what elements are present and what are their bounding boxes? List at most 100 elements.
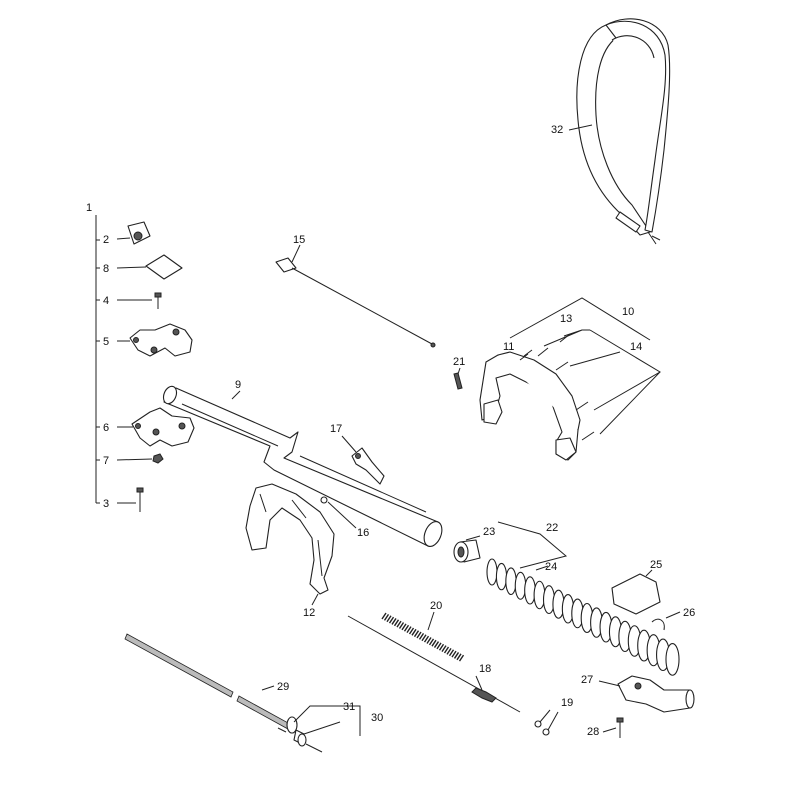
callout-4: 4 [103, 295, 109, 307]
liner-ridge [458, 654, 465, 662]
part-25-cover [611, 573, 661, 615]
part-21-pin [453, 372, 463, 390]
liner-ridge [431, 639, 437, 647]
liner-ridge [406, 626, 412, 633]
callout-31: 31 [343, 701, 355, 713]
callout-22: 22 [546, 522, 558, 534]
liner-ridge [403, 624, 410, 632]
leaders-30-31 [293, 705, 361, 736]
callout-19: 19 [561, 697, 573, 709]
callout-16: 16 [357, 527, 369, 539]
liner-ridge [443, 646, 450, 654]
liner-ridge [396, 620, 402, 628]
liner-ridge [383, 613, 390, 621]
callout-9: 9 [235, 379, 241, 391]
callout-26: 26 [683, 607, 695, 619]
part-26-clip [651, 618, 665, 631]
part-18-drive-shaft [347, 615, 521, 713]
leaders-10-13-14 [509, 297, 661, 435]
part-8-decal [145, 254, 183, 280]
callout-8: 8 [103, 263, 109, 275]
spring-coil [495, 562, 508, 591]
part-5-upper-clamp [129, 323, 193, 357]
callout-12: 12 [303, 607, 315, 619]
part-3-bolt [136, 487, 144, 512]
part-27-gear-mount [617, 675, 695, 713]
leader-21 [457, 367, 461, 375]
liner-ridge [401, 623, 407, 631]
part-9-drive-tube [162, 385, 443, 547]
liner-ridge [446, 647, 452, 655]
spring-coil [524, 576, 536, 605]
leader-25 [645, 569, 653, 577]
callout-28: 28 [587, 726, 599, 738]
callout-11: 11 [503, 341, 514, 353]
callout-29: 29 [277, 681, 289, 693]
leader-27 [598, 680, 621, 687]
leader-8 [116, 266, 147, 269]
leader-23 [465, 535, 481, 541]
leader-32 [568, 124, 593, 131]
part-17-throttle-lever [351, 447, 385, 485]
leader-29 [261, 685, 275, 691]
liner-ridge [398, 622, 405, 629]
callout-30: 30 [371, 712, 383, 724]
part-12-handle [245, 483, 335, 595]
leader-15 [291, 244, 301, 263]
part-10-guard [479, 351, 581, 461]
liner-ridge [381, 612, 387, 620]
part-7-nut [152, 453, 164, 464]
kit-1-bracket [95, 215, 100, 504]
spring-coil [665, 643, 680, 676]
callout-24: 24 [545, 561, 557, 573]
part-32-shoulder-strap [576, 18, 671, 245]
liner-ridge [448, 649, 455, 657]
liner-ridge [451, 650, 457, 658]
liner-ridge [453, 652, 460, 659]
liner-ridge [428, 638, 435, 646]
callout-13: 13 [560, 313, 572, 325]
part-28-bolt [616, 717, 624, 738]
part-29-flex-shaft [124, 633, 291, 730]
liner-ridge [411, 628, 417, 636]
liner-ridge [456, 653, 462, 661]
callout-5: 5 [103, 336, 109, 348]
callout-3: 3 [103, 498, 109, 510]
callout-1: 1 [86, 202, 92, 214]
liner-ridge [388, 616, 395, 624]
callout-25: 25 [650, 559, 662, 571]
callout-15: 15 [293, 234, 305, 246]
callout-2: 2 [103, 234, 109, 246]
liner-ridge [436, 642, 442, 650]
callout-27: 27 [581, 674, 593, 686]
part-20-liner [381, 612, 465, 662]
leader-16 [327, 501, 357, 529]
leader-22 [497, 521, 568, 569]
liner-ridge [386, 615, 392, 623]
leader-19 [539, 709, 559, 731]
leader-24 [535, 565, 549, 571]
liner-ridge [391, 618, 397, 625]
callout-7: 7 [103, 455, 109, 467]
leader-26 [665, 611, 681, 619]
part-2-clamp-nut [127, 221, 151, 245]
part-16-screw [320, 496, 328, 504]
callout-23: 23 [483, 526, 495, 538]
part-14-screws [555, 361, 595, 441]
leader-12 [311, 593, 319, 606]
callout-21: 21 [453, 356, 465, 368]
liner-ridge [418, 633, 425, 640]
part-24-spring [486, 558, 680, 676]
liner-ridge [433, 641, 440, 648]
leader-9 [231, 390, 241, 400]
liner-ridge [438, 643, 445, 651]
part-11-screws [519, 347, 549, 361]
liner-ridge [413, 630, 420, 638]
callout-14: 14 [630, 341, 642, 353]
spring-coil [486, 558, 498, 586]
part-4-screw [154, 292, 162, 309]
liner-ridge [408, 627, 415, 635]
liner-ridge [393, 619, 400, 627]
part-23-bushing [453, 539, 481, 563]
